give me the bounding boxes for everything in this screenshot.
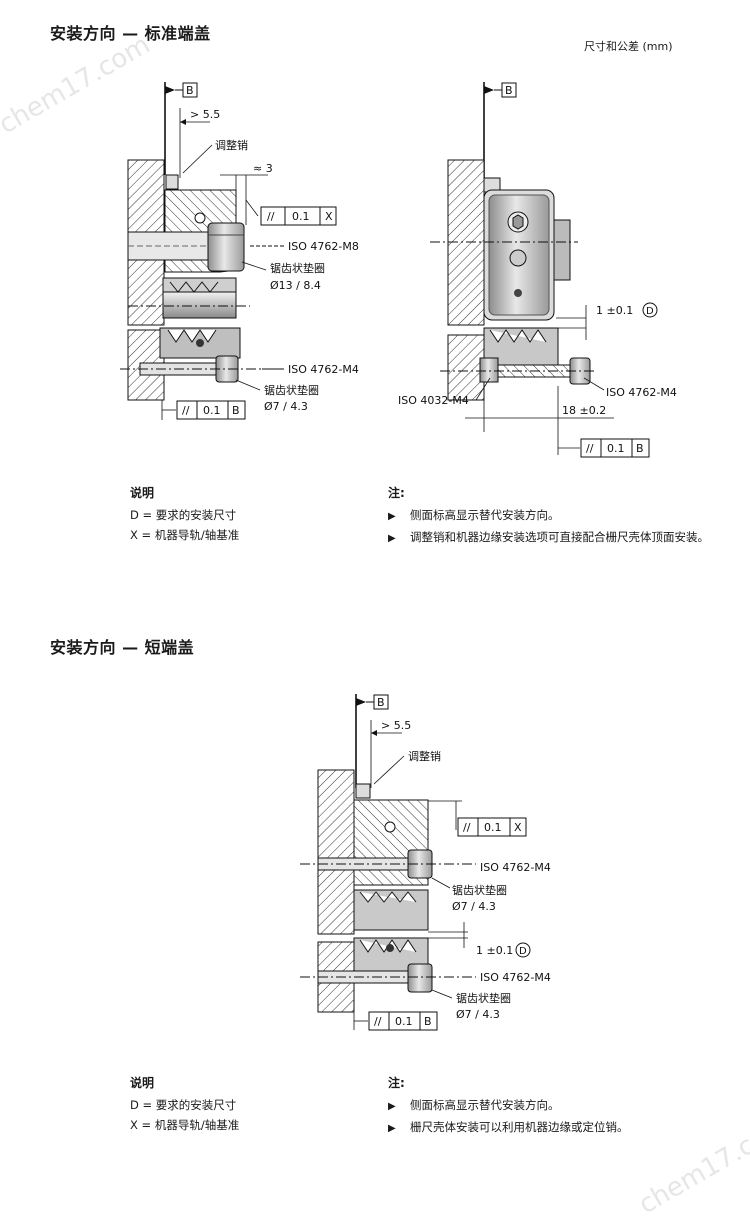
triangle-right-icon: ▶ <box>388 533 396 544</box>
tol-val-right: 0.1 <box>607 442 625 455</box>
left-mounting-view: B > 5.5 调整销 ≈ 3 <box>120 82 359 420</box>
iso-right-label: ISO 4762-M4 <box>606 386 677 399</box>
legend-line: X = 机器导轨/轴基准 <box>130 1118 240 1132</box>
section1-title: 安装方向 — 标准端盖 <box>50 24 211 43</box>
iso-bottom-label-2: ISO 4762-M4 <box>480 971 551 984</box>
datum-b-box <box>182 82 198 98</box>
tol-ref-right: B <box>636 442 644 455</box>
washer-label-2: 锯齿状垫圈 <box>452 883 507 897</box>
notes-title: 注: <box>388 1076 405 1090</box>
triangle-right-icon: ▶ <box>388 1101 396 1112</box>
washer2-label: 锯齿状垫圈 <box>264 383 319 397</box>
washer-size-2: Ø7 / 4.3 <box>452 900 496 913</box>
datum-b-label-2: B <box>377 696 385 709</box>
triangle-right-icon: ▶ <box>388 1123 396 1134</box>
dim-offset-label-2: > 5.5 <box>381 719 411 732</box>
note-item: ▶调整销和机器边缘安装选项可直接配合栅尺壳体顶面安装。 <box>388 527 709 549</box>
watermark: chem17.com <box>633 1109 750 1220</box>
dim-gap-label: ≈ 3 <box>253 162 273 175</box>
note-item: ▶栅尺壳体安装可以利用机器边缘或定位销。 <box>388 1117 629 1139</box>
d-mark: D <box>646 306 654 317</box>
tol-sym-2: // <box>463 821 471 834</box>
datum-b-label-right: B <box>505 84 513 97</box>
d-dim-label: 1 ±0.1 <box>596 304 633 317</box>
tol2-val: 0.1 <box>203 404 221 417</box>
dim-offset-label: > 5.5 <box>190 108 220 121</box>
iso-left-label: ISO 4032-M4 <box>398 394 469 407</box>
pin-label: 调整销 <box>215 138 248 152</box>
diagram-standard-end-cap: B > 5.5 调整销 ≈ 3 <box>120 82 677 458</box>
diagram-short-end-cap: B > 5.5 调整销 // 0.1 X ISO 4762-M4 锯齿状垫圈 Ø… <box>300 694 551 1031</box>
legend-line: X = 机器导轨/轴基准 <box>130 528 240 542</box>
section2-title: 安装方向 — 短端盖 <box>50 638 195 657</box>
tol-ref: X <box>325 210 333 223</box>
legend-line: D = 要求的安装尺寸 <box>130 508 237 522</box>
washer-size: Ø13 / 8.4 <box>270 279 321 292</box>
pin-label-2: 调整销 <box>408 749 441 763</box>
iso-top-label-2: ISO 4762-M4 <box>480 861 551 874</box>
note-item: ▶侧面标高显示替代安装方向。 <box>388 1095 629 1117</box>
tol2-ref: B <box>232 404 240 417</box>
legend-section1: 说明 D = 要求的安装尺寸 X = 机器导轨/轴基准 <box>130 484 239 545</box>
tol2-sym-2: // <box>374 1015 382 1028</box>
notes-section1: 注: ▶侧面标高显示替代安装方向。 ▶调整销和机器边缘安装选项可直接配合栅尺壳体… <box>388 484 709 549</box>
units-label: 尺寸和公差 (mm) <box>584 40 673 53</box>
d-dim-label-2: 1 ±0.1 <box>476 944 513 957</box>
tol2-ref-2: B <box>424 1015 432 1028</box>
tol2-val-2: 0.1 <box>395 1015 413 1028</box>
legend-title: 说明 <box>130 486 155 500</box>
d-mark-2: D <box>519 946 527 957</box>
tol-val: 0.1 <box>292 210 310 223</box>
tol2-sym: // <box>182 404 190 417</box>
iso-top-label: ISO 4762-M8 <box>288 240 359 253</box>
right-mounting-view: B 1 ±0.1 D ISO 4762-M4 ISO 4032-M4 <box>398 82 677 458</box>
washer2-label-2: 锯齿状垫圈 <box>456 991 511 1005</box>
legend-title: 说明 <box>130 1076 155 1090</box>
legend-section2: 说明 D = 要求的安装尺寸 X = 机器导轨/轴基准 <box>130 1074 239 1135</box>
tol-sym-right: // <box>586 442 594 455</box>
washer2-size-2: Ø7 / 4.3 <box>456 1008 500 1021</box>
legend-line: D = 要求的安装尺寸 <box>130 1098 237 1112</box>
tol-sym: // <box>267 210 275 223</box>
note-item: ▶侧面标高显示替代安装方向。 <box>388 505 709 527</box>
triangle-right-icon: ▶ <box>388 511 396 522</box>
iso-bottom-label: ISO 4762-M4 <box>288 363 359 376</box>
tol-val-2: 0.1 <box>484 821 502 834</box>
notes-title: 注: <box>388 486 405 500</box>
washer2-size: Ø7 / 4.3 <box>264 400 308 413</box>
dim18-label: 18 ±0.2 <box>562 404 606 417</box>
notes-section2: 注: ▶侧面标高显示替代安装方向。 ▶栅尺壳体安装可以利用机器边缘或定位销。 <box>388 1074 629 1139</box>
washer-label: 锯齿状垫圈 <box>270 261 325 275</box>
tol-ref-2: X <box>514 821 522 834</box>
datum-b-label: B <box>186 84 194 97</box>
